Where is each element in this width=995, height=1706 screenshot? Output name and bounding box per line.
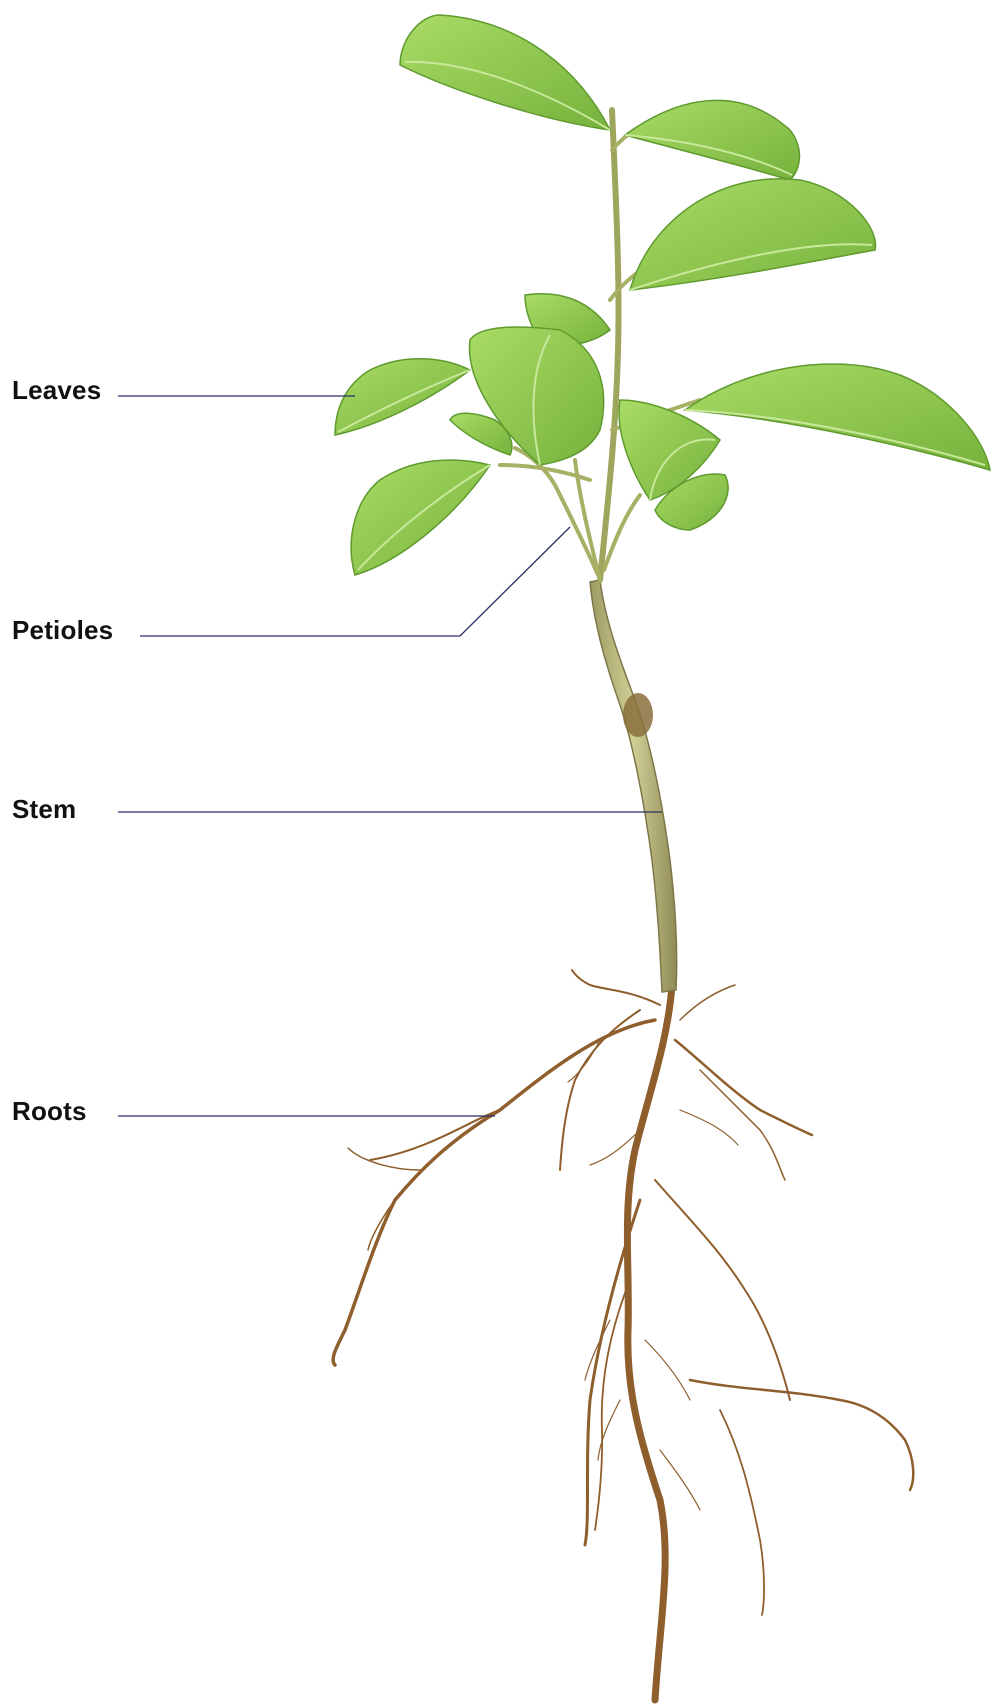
label-petioles: Petioles xyxy=(12,617,113,643)
label-stem: Stem xyxy=(12,796,76,822)
label-roots: Roots xyxy=(12,1098,87,1124)
label-leaves: Leaves xyxy=(12,377,101,403)
leaves xyxy=(335,15,990,575)
root-system xyxy=(333,970,913,1700)
